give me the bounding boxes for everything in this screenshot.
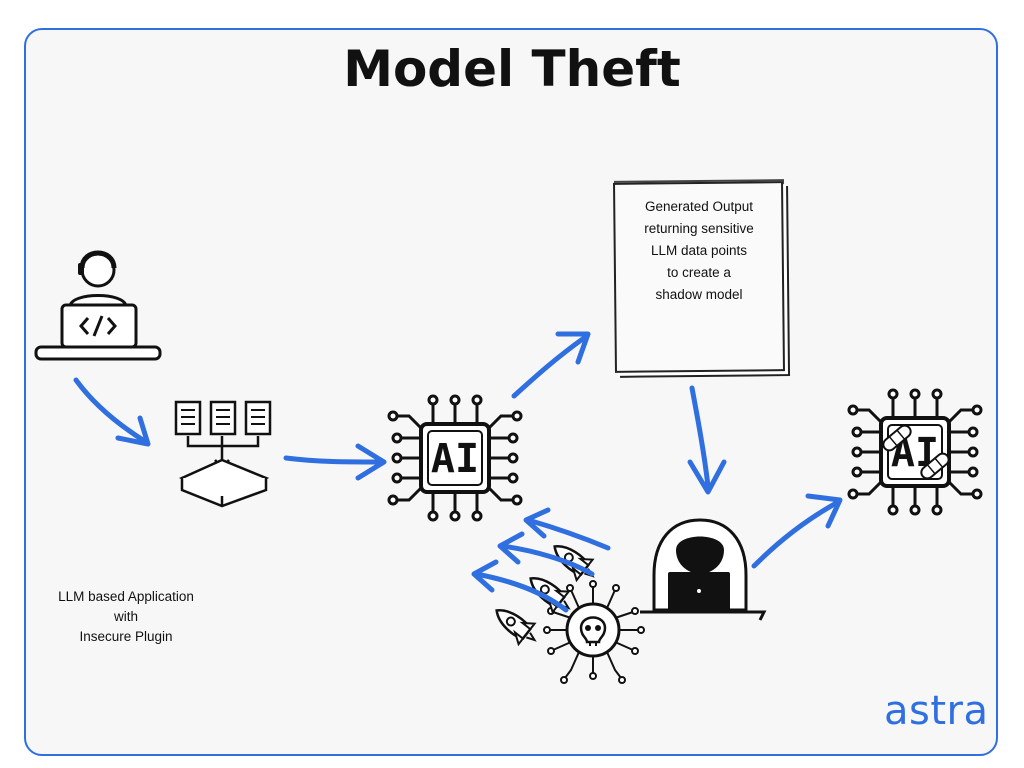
diagram-frame — [24, 28, 998, 756]
arrow-plugin-to-ai — [283, 443, 387, 481]
diagram-title: Model Theft — [343, 40, 681, 98]
skull-chip-icon — [543, 580, 645, 684]
arrow-attack-3 — [471, 559, 569, 613]
ai-chip-icon: AI — [387, 394, 523, 522]
ai-chip-label: AI — [431, 436, 479, 482]
bandage-icon — [920, 452, 950, 480]
plugin-documents-icon — [174, 400, 272, 508]
arrow-hacker-to-damaged-ai — [751, 493, 843, 569]
arrow-output-to-hacker — [687, 385, 727, 495]
arrow-developer-to-plugin — [73, 377, 151, 447]
damaged-ai-chip-icon: AI — [847, 388, 983, 516]
developer-icon — [34, 250, 162, 361]
arrow-ai-to-output — [511, 331, 591, 399]
output-note-text: Generated Output returning sensitive LLM… — [644, 199, 754, 302]
brand-logo: astra — [884, 688, 989, 734]
hacker-icon — [640, 518, 767, 621]
arrow-attack-1 — [523, 507, 611, 551]
bandage-icon — [882, 424, 912, 452]
arrow-attack-2 — [497, 531, 595, 577]
app-label: LLM based Application with Insecure Plug… — [58, 589, 194, 644]
rocket-icon — [487, 598, 544, 652]
